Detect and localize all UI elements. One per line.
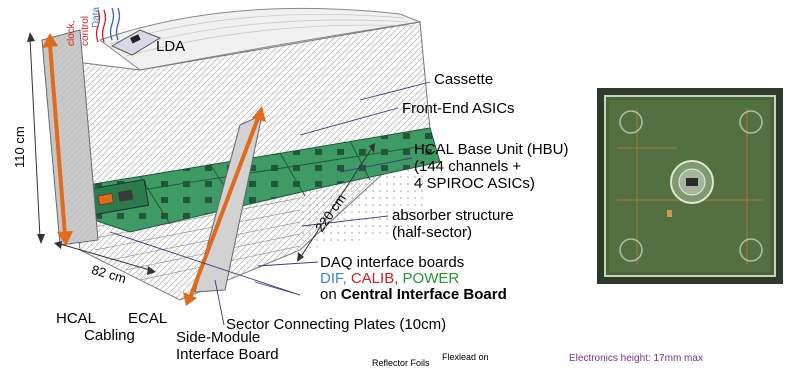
daq-label-line2: DIF, CALIB, POWER <box>320 270 459 287</box>
front-end-asics-label: Front-End ASICs <box>402 100 515 117</box>
ecal-label: ECAL <box>128 310 168 327</box>
lda-label: LDA <box>156 38 186 55</box>
on-label: on <box>320 286 337 303</box>
dim-110-label: 110 cm <box>12 126 27 168</box>
control-label: control <box>80 15 91 46</box>
hbu-label-line2: (144 channels + <box>414 158 522 175</box>
electronics-height-label: Electronics height: 17mm max <box>569 353 703 364</box>
hbu-label-line1: HCAL Base Unit (HBU) <box>414 141 569 158</box>
cabling-label: Cabling <box>84 327 135 344</box>
side-module-label-line1: Side-Module <box>176 329 261 346</box>
absorber-label-line2: (half-sector) <box>392 224 473 241</box>
dif-label: DIF, <box>320 270 347 287</box>
sector-plates-label: Sector Connecting Plates (10cm) <box>226 316 447 333</box>
hcal-label: HCAL <box>56 310 97 327</box>
daq-label-line3: on Central Interface Board <box>320 286 507 303</box>
lda-board <box>110 29 162 56</box>
scintillator-tile-photo <box>597 88 783 284</box>
hbu-label-line3: 4 SPIROC ASICs) <box>414 175 535 192</box>
daq-label-line1: DAQ interface boards <box>320 254 465 271</box>
power-label: POWER <box>402 270 460 287</box>
clock-label: clock, <box>66 20 77 46</box>
cassette-label: Cassette <box>434 71 494 88</box>
dimension-lines <box>29 37 373 271</box>
leader-lines <box>109 81 431 326</box>
central-interface-board-label: Central Interface Board <box>340 286 507 303</box>
side-module-label-line2: Interface Board <box>176 346 279 363</box>
absorber-top <box>98 7 422 71</box>
calib-label: CALIB, <box>350 270 399 287</box>
hcal-module-diagram <box>27 7 441 326</box>
flexlead-label: Flexlead on <box>442 352 489 362</box>
reflector-foils-label: Reflector Foils <box>372 358 430 368</box>
absorber-label-line1: absorber structure <box>392 207 514 224</box>
data-label: Data <box>91 6 102 28</box>
